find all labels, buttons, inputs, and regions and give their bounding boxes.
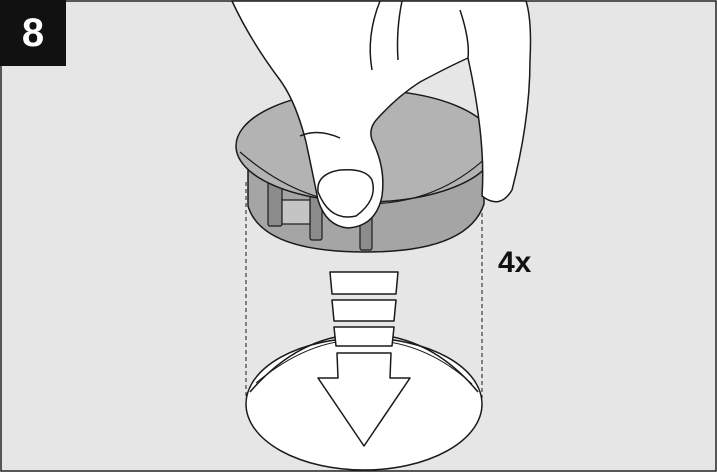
guide-lines: [245, 182, 483, 398]
quantity-label: 4x: [498, 246, 532, 279]
hand-illustration: [231, 0, 532, 229]
down-arrow-icon: [317, 271, 411, 447]
step-number-badge: 8: [0, 0, 66, 66]
